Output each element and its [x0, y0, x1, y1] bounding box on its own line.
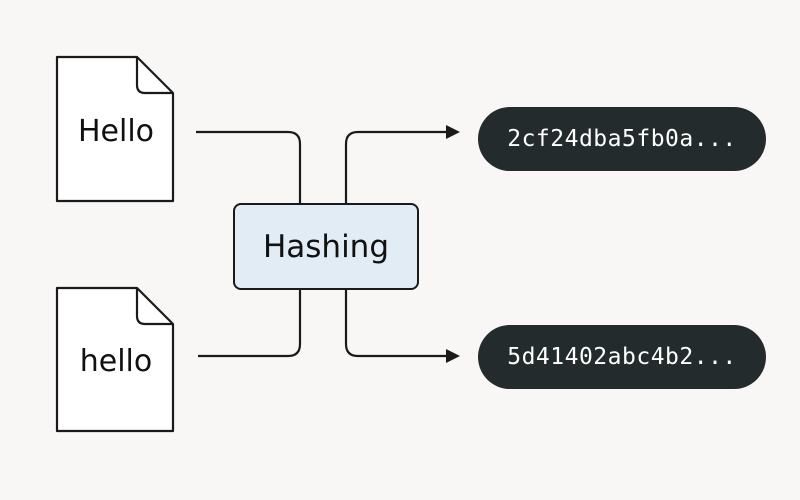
connector-input-top: [196, 130, 302, 203]
connector-output-top: [344, 130, 448, 203]
hash-output-bottom-text: 5d41402abc4b2...: [507, 344, 737, 370]
hash-output-top: 2cf24dba5fb0a...: [478, 107, 766, 171]
hash-output-top-text: 2cf24dba5fb0a...: [507, 126, 737, 152]
connector-input-bottom: [198, 290, 302, 358]
connector-output-bottom: [344, 290, 448, 358]
input-text-hello-upper: Hello: [77, 114, 155, 149]
hashing-process-box: Hashing: [233, 203, 419, 290]
arrowhead-bottom: [446, 349, 460, 363]
hash-output-bottom: 5d41402abc4b2...: [478, 325, 766, 389]
hashing-label: Hashing: [262, 228, 390, 265]
document-icon-hello-upper: [55, 55, 175, 203]
document-icon-hello-lower: [55, 286, 175, 433]
input-text-hello-lower: hello: [79, 344, 153, 379]
arrowhead-top: [446, 125, 460, 139]
